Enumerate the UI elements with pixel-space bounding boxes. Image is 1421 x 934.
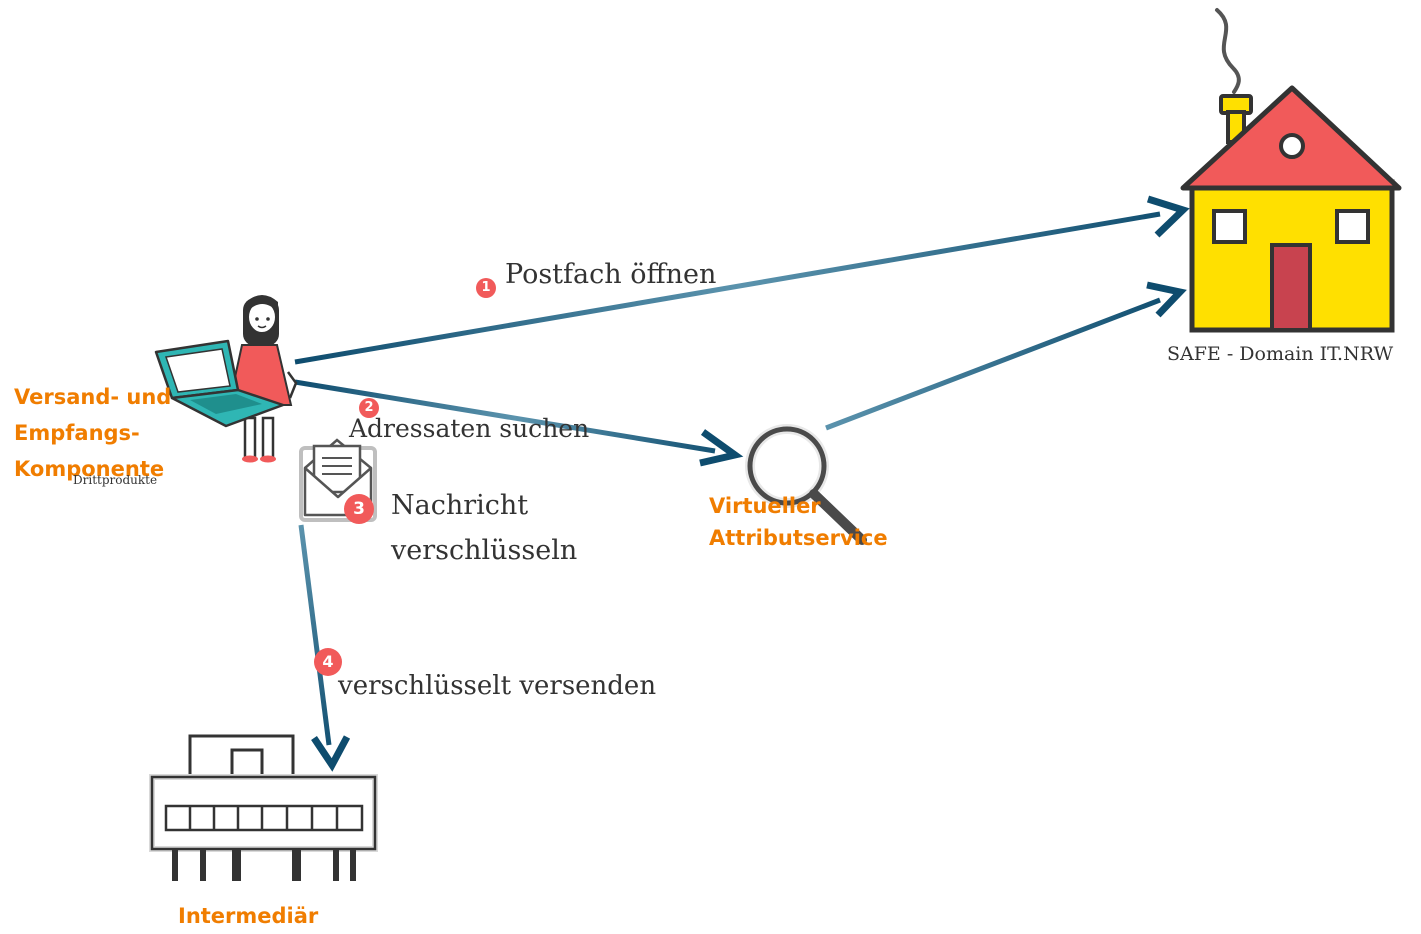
step-2-label: Adressaten suchen (349, 414, 590, 443)
intermediaer-label: Intermediär (178, 904, 319, 928)
versand-label-line1: Versand- und (14, 385, 172, 409)
safe-domain-label: SAFE - Domain IT.NRW (1167, 343, 1394, 365)
magnifier-icon (745, 424, 867, 545)
arrow-verschluesselt-versenden (298, 524, 351, 772)
step-1-badge: 1 (476, 278, 496, 298)
versand-label-line3: Komponente (14, 457, 165, 481)
house-icon (1180, 8, 1402, 333)
step-4-label: verschlüsselt versenden (338, 671, 657, 701)
attributservice-label-line1: Virtueller (709, 494, 821, 518)
person-laptop-icon (154, 295, 298, 463)
arrow-postfach-oeffnen (294, 195, 1190, 365)
step-1-label: Postfach öffnen (505, 259, 717, 290)
step-2-badge: 2 (359, 398, 379, 418)
attributservice-label-line2: Attributservice (709, 526, 888, 550)
step-3-label-line2: verschlüsseln (391, 535, 578, 566)
step-3-label-line1: Nachricht (391, 490, 529, 521)
versand-label-line2: Empfangs- (14, 421, 140, 445)
arrow-adressaten-suchen (294, 379, 744, 467)
building-icon (149, 734, 378, 881)
drittprodukte-label: Drittprodukte (73, 473, 158, 487)
arrow-attributservice-safe (825, 281, 1187, 431)
step-3-badge: 3 (344, 494, 374, 524)
step-4-badge: 4 (314, 648, 342, 676)
